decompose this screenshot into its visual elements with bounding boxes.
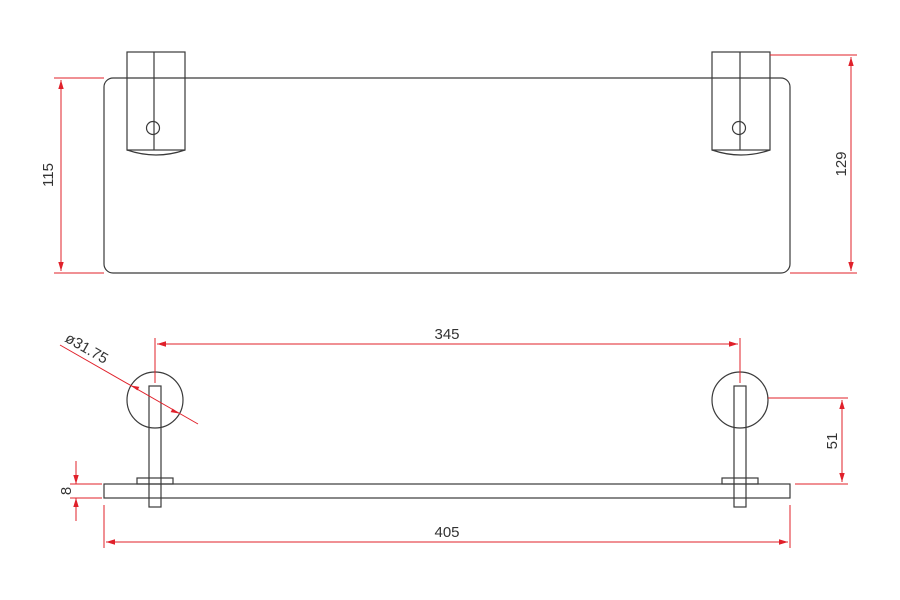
post-left-front	[126, 371, 184, 508]
dimension-115: 115	[40, 77, 104, 274]
dimension-8: 8	[58, 461, 102, 521]
dimension-51-label: 51	[824, 433, 841, 450]
front-view: 345 ø31.75 51 8 405	[58, 326, 848, 548]
bracket-right-top	[711, 51, 771, 156]
dimension-129: 129	[770, 54, 857, 274]
dimension-345-label: 345	[434, 326, 459, 343]
dimension-405-label: 405	[434, 524, 459, 541]
bracket-left-top	[126, 51, 186, 156]
screw-hole-right	[731, 120, 747, 136]
dimension-345: 345	[154, 326, 741, 383]
screw-hole-left	[145, 120, 161, 136]
dimension-8-label: 8	[58, 487, 75, 495]
glass-shelf-top	[103, 77, 791, 274]
dimension-51: 51	[768, 397, 848, 485]
post-right-front	[711, 371, 769, 508]
glass-shelf-front	[103, 483, 791, 499]
dimension-405: 405	[103, 505, 791, 548]
top-view: 115 129	[40, 51, 857, 274]
dimension-diameter-label: ø31.75	[62, 330, 111, 368]
dimension-129-label: 129	[833, 151, 850, 176]
dimension-115-label: 115	[40, 163, 57, 187]
